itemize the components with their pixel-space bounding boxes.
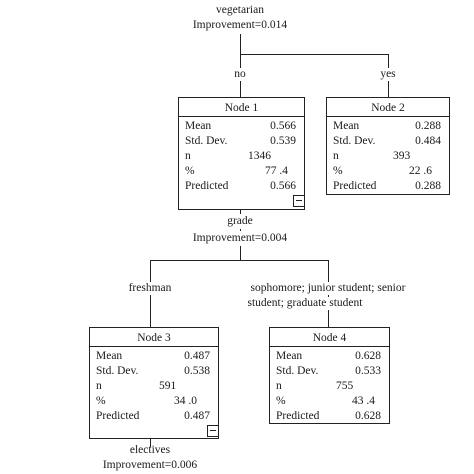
split-variable-grade: grade	[225, 214, 255, 229]
mean-label: Mean	[333, 120, 360, 132]
n-value: 755	[336, 380, 354, 392]
predicted-label: Predicted	[333, 180, 377, 192]
std-dev-value: 0.538	[184, 365, 210, 377]
branch-label-no: no	[232, 68, 248, 81]
node-title: Node 3	[137, 332, 171, 344]
divider	[270, 346, 389, 347]
percent-label: %	[333, 165, 343, 177]
split-variable-electives: electives	[129, 444, 171, 456]
std-dev-value: 0.539	[270, 135, 296, 147]
node-title: Node 1	[224, 102, 259, 114]
predicted-value: 0.566	[270, 180, 296, 192]
n-label: n	[333, 150, 339, 162]
divider	[179, 116, 304, 117]
percent-label: %	[185, 165, 195, 177]
n-value: 393	[393, 150, 411, 162]
mean-value: 0.487	[184, 350, 210, 362]
connector	[240, 54, 389, 55]
connector	[240, 34, 241, 54]
mean-label: Mean	[185, 120, 212, 132]
mean-label: Mean	[96, 350, 123, 362]
collapse-icon[interactable]	[207, 425, 219, 437]
std-dev-label: Std. Dev.	[185, 135, 228, 147]
std-dev-value: 0.533	[355, 365, 381, 377]
std-dev-label: Std. Dev.	[333, 135, 376, 147]
collapse-icon[interactable]	[293, 195, 305, 207]
mean-value: 0.566	[270, 120, 296, 132]
percent-value: 22 .6	[409, 165, 432, 177]
percent-label: %	[96, 395, 106, 407]
split-improvement-electives: Improvement=0.006	[102, 459, 198, 471]
predicted-value: 0.288	[415, 180, 441, 192]
connector	[150, 439, 151, 447]
percent-value: 77 .4	[265, 165, 288, 177]
std-dev-label: Std. Dev.	[276, 365, 319, 377]
n-value: 591	[159, 380, 177, 392]
node-3[interactable]: Node 3 Mean 0.487 Std. Dev. 0.538 n 591 % 34…	[89, 327, 219, 439]
n-label: n	[96, 380, 102, 392]
mean-value: 0.628	[355, 350, 381, 362]
root-split-improvement: Improvement=0.014	[192, 19, 288, 31]
branch-label-yes: yes	[378, 68, 398, 81]
std-dev-label: Std. Dev.	[96, 365, 139, 377]
std-dev-value: 0.484	[415, 135, 441, 147]
node-1[interactable]: Node 1 Mean 0.566 Std. Dev. 0.539 n 1346 % 7…	[178, 97, 305, 210]
node-title: Node 4	[312, 332, 347, 344]
percent-label: %	[276, 395, 286, 407]
predicted-value: 0.487	[184, 410, 210, 422]
root-split-variable: vegetarian	[216, 4, 264, 16]
percent-value: 34 .0	[174, 395, 197, 407]
mean-label: Mean	[276, 350, 303, 362]
connector	[150, 260, 329, 261]
predicted-label: Predicted	[96, 410, 140, 422]
node-title: Node 2	[371, 102, 405, 114]
divider	[90, 346, 218, 347]
percent-value: 43 .4	[352, 395, 375, 407]
node-4[interactable]: Node 4 Mean 0.628 Std. Dev. 0.533 n 755 % 43…	[269, 327, 390, 424]
split-improvement-grade: Improvement=0.004	[190, 231, 290, 246]
branch-label-other-grades-line1: sophomore; junior student; senior	[248, 282, 408, 295]
branch-label-other-grades-line2: student; graduate student	[245, 297, 365, 310]
divider	[327, 116, 449, 117]
predicted-label: Predicted	[185, 180, 229, 192]
n-label: n	[185, 150, 191, 162]
node-2[interactable]: Node 2 Mean 0.288 Std. Dev. 0.484 n 393 % 22…	[326, 97, 450, 195]
n-label: n	[276, 380, 282, 392]
branch-label-freshman: freshman	[126, 282, 174, 295]
predicted-value: 0.628	[355, 410, 381, 422]
n-value: 1346	[248, 150, 271, 162]
predicted-label: Predicted	[276, 410, 320, 422]
mean-value: 0.288	[415, 120, 441, 132]
